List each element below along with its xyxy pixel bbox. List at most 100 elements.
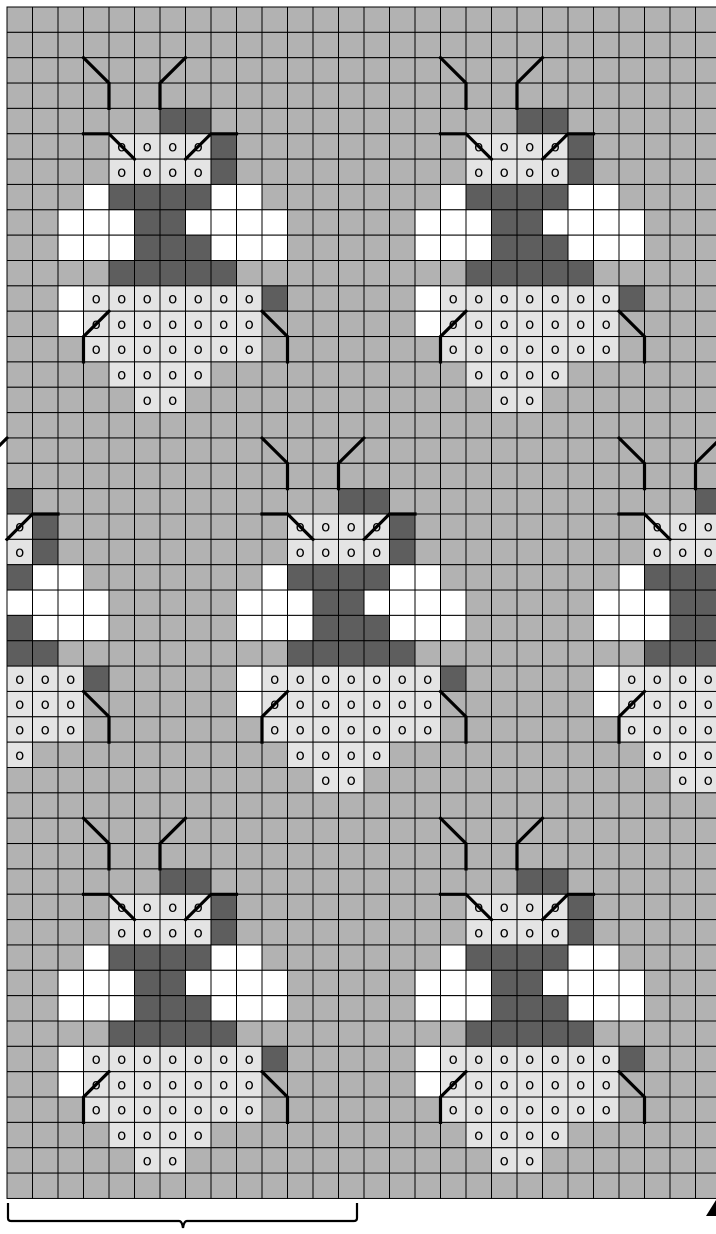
chart-cell [135, 1173, 161, 1198]
chart-cell [466, 615, 492, 640]
chart-cell [492, 463, 518, 488]
chart-cell [415, 210, 441, 235]
stitch-symbol: o [347, 746, 356, 764]
stitch-symbol: o [500, 290, 509, 308]
chart-cell [517, 413, 543, 438]
chart-cell [135, 793, 161, 818]
chart-cell [339, 615, 365, 640]
chart-cell [645, 996, 671, 1021]
stitch-symbol: o [500, 1050, 509, 1068]
chart-cell [237, 514, 263, 539]
chart-cell [390, 539, 416, 564]
chart-cell [313, 641, 339, 666]
chart-cell [466, 58, 492, 83]
stitch-symbol: o [92, 1101, 101, 1119]
chart-cell [237, 945, 263, 970]
chart-cell [670, 1021, 696, 1046]
chart-cell [186, 463, 212, 488]
chart-cell [58, 590, 84, 615]
chart-cell [7, 590, 33, 615]
chart-cell [364, 1173, 390, 1198]
chart-cell [237, 742, 263, 767]
chart-cell [645, 362, 671, 387]
chart-cell [619, 970, 645, 995]
chart-cell [364, 768, 390, 793]
chart-cell [594, 742, 620, 767]
chart-cell [313, 489, 339, 514]
chart-cell [288, 286, 314, 311]
chart-cell [84, 210, 110, 235]
chart-cell [237, 894, 263, 919]
chart-cell [262, 1173, 288, 1198]
chart-cell [466, 83, 492, 108]
chart-cell [58, 7, 84, 32]
chart-cell [517, 83, 543, 108]
chart-cell [619, 1173, 645, 1198]
chart-cell [466, 691, 492, 716]
chart-cell [211, 58, 237, 83]
chart-cell [645, 920, 671, 945]
chart-cell [135, 590, 161, 615]
chart-cell [7, 311, 33, 336]
stitch-symbol: o [168, 1050, 177, 1068]
chart-cell [543, 590, 569, 615]
chart-cell [7, 58, 33, 83]
chart-cell [670, 996, 696, 1021]
chart-cell [135, 996, 161, 1021]
chart-cell [696, 818, 716, 843]
stitch-symbol: o [321, 543, 330, 561]
chart-cell [135, 768, 161, 793]
chart-cell [58, 742, 84, 767]
chart-cell [670, 463, 696, 488]
chart-cell [313, 108, 339, 133]
chart-cell [339, 32, 365, 57]
chart-cell [517, 261, 543, 286]
chart-cell [237, 108, 263, 133]
chart-cell [211, 159, 237, 184]
chart-cell [645, 818, 671, 843]
chart-cell [543, 869, 569, 894]
stitch-symbol: o [704, 746, 713, 764]
chart-cell [262, 286, 288, 311]
chart-cell [696, 83, 716, 108]
stitch-symbol: o [194, 290, 203, 308]
chart-cell [619, 58, 645, 83]
chart-cell [568, 387, 594, 412]
chart-cell [543, 32, 569, 57]
stitch-symbol: o [168, 1075, 177, 1093]
stitch-symbol: o [551, 340, 560, 358]
stitch-symbol: o [194, 1126, 203, 1144]
stitch-symbol: o [500, 315, 509, 333]
chart-cell [619, 818, 645, 843]
stitch-symbol: o [143, 290, 152, 308]
chart-cell [135, 844, 161, 869]
chart-cell [339, 1122, 365, 1147]
chart-cell [364, 311, 390, 336]
chart-cell [237, 565, 263, 590]
chart-cell [186, 945, 212, 970]
chart-cell [466, 1173, 492, 1198]
chart-cell [415, 337, 441, 362]
chart-cell [7, 210, 33, 235]
chart-cell [211, 387, 237, 412]
chart-cell [288, 1148, 314, 1173]
chart-cell [517, 514, 543, 539]
chart-cell [186, 1021, 212, 1046]
chart-cell [339, 210, 365, 235]
stitch-symbol: o [602, 315, 611, 333]
chart-cell [135, 438, 161, 463]
chart-cell [84, 7, 110, 32]
chart-cell [288, 1046, 314, 1071]
chart-cell [339, 869, 365, 894]
chart-cell [619, 83, 645, 108]
chart-cell [670, 83, 696, 108]
chart-cell [568, 615, 594, 640]
chart-cell [492, 996, 518, 1021]
stitch-symbol: o [168, 923, 177, 941]
chart-cell [211, 362, 237, 387]
chart-cell [7, 1173, 33, 1198]
chart-cell [415, 894, 441, 919]
stitch-symbol: o [423, 670, 432, 688]
chart-cell [670, 311, 696, 336]
chart-cell [594, 717, 620, 742]
